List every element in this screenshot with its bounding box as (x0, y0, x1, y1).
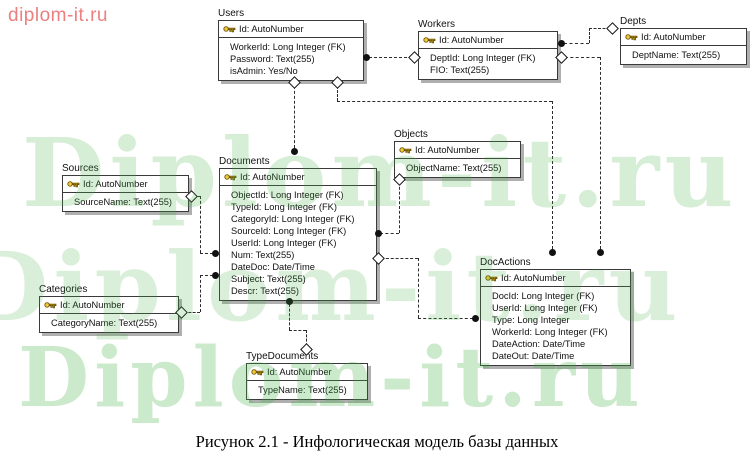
primary-key-row: Id: AutoNumber (395, 142, 520, 159)
primary-key-row: Id: AutoNumber (621, 29, 746, 46)
site-watermark-corner: diplom-it.ru (8, 5, 108, 26)
primary-key-label: Id: AutoNumber (239, 24, 304, 34)
entity-box: Id: AutoNumber ObjectName: Text(255) (394, 141, 521, 178)
field-row: DeptName: Text(255) (632, 50, 721, 60)
entity-title: Objects (394, 129, 428, 140)
primary-key-label: Id: AutoNumber (501, 273, 566, 283)
entity-title: TypeDocuments (246, 351, 319, 362)
field-row: CategoryId: Long Integer (FK) (231, 214, 355, 224)
field-row: DateAction: Date/Time (492, 339, 586, 349)
field-row: SourceName: Text(255) (74, 197, 173, 207)
field-row: FIO: Text(255) (430, 65, 490, 75)
entity-box: Id: AutoNumber SourceName: Text(255) (62, 175, 189, 212)
entity-box: Id: AutoNumber DeptId: Long Integer (FK)… (418, 31, 558, 80)
field-row: DeptId: Long Integer (FK) (430, 53, 536, 63)
primary-key-row: Id: AutoNumber (481, 270, 630, 287)
field-row: DocId: Long Integer (FK) (492, 291, 595, 301)
primary-key-row: Id: AutoNumber (247, 364, 367, 381)
field-row: ObjectName: Text(255) (406, 163, 502, 173)
field-list: TypeName: Text(255) (247, 381, 367, 399)
entity-box: Id: AutoNumber DocId: Long Integer (FK) U… (480, 269, 631, 366)
primary-key-row: Id: AutoNumber (63, 176, 188, 193)
field-row: UserId: Long Integer (FK) (231, 238, 337, 248)
primary-key-row: Id: AutoNumber (419, 32, 557, 49)
entity-box: Id: AutoNumber WorkerId: Long Integer (F… (218, 20, 364, 81)
entity-sources: Sources Id: AutoNumber SourceName: Text(… (62, 163, 189, 212)
key-icon (423, 36, 436, 45)
entity-title: Documents (219, 156, 270, 167)
primary-key-row: Id: AutoNumber (220, 169, 376, 186)
field-row: Descr: Text(255) (231, 286, 300, 296)
field-list: ObjectId: Long Integer (FK) TypeId: Long … (220, 186, 376, 300)
entity-workers: Workers Id: AutoNumber DeptId: Long Inte… (418, 19, 558, 80)
entity-title: Workers (418, 19, 456, 30)
figure-caption: Рисунок 2.1 - Инфологическая модель базы… (195, 432, 559, 451)
field-list: WorkerId: Long Integer (FK) Password: Tex… (219, 38, 363, 80)
primary-key-label: Id: AutoNumber (267, 367, 332, 377)
primary-key-label: Id: AutoNumber (415, 145, 480, 155)
field-row: isAdmin: Yes/No (230, 66, 298, 76)
field-row: DateOut: Date/Time (492, 351, 575, 361)
entity-box: Id: AutoNumber TypeName: Text(255) (246, 363, 368, 400)
field-row: WorkerId: Long Integer (FK) (492, 327, 608, 337)
entity-objects: Objects Id: AutoNumber ObjectName: Text(… (394, 129, 521, 178)
primary-key-label: Id: AutoNumber (240, 172, 305, 182)
primary-key-label: Id: AutoNumber (60, 300, 125, 310)
entity-box: Id: AutoNumber CategoryName: Text(255) (39, 296, 179, 333)
primary-key-row: Id: AutoNumber (40, 297, 178, 314)
entity-documents: Documents Id: AutoNumber ObjectId: Long … (219, 156, 377, 301)
entity-title: Depts (620, 16, 647, 27)
field-list: SourceName: Text(255) (63, 193, 188, 211)
entity-depts: Depts Id: AutoNumber DeptName: Text(255) (620, 16, 747, 65)
field-row: Subject: Text(255) (231, 274, 306, 284)
field-list: DeptName: Text(255) (621, 46, 746, 64)
field-row: WorkerId: Long Integer (FK) (230, 42, 346, 52)
field-list: CategoryName: Text(255) (40, 314, 178, 332)
entity-users: Users Id: AutoNumber WorkerId: Long Inte… (218, 8, 364, 81)
key-icon (485, 274, 498, 283)
field-row: DateDoc: Date/Time (231, 262, 315, 272)
field-list: ObjectName: Text(255) (395, 159, 520, 177)
field-row: Type: Long Integer (492, 315, 570, 325)
key-icon (223, 25, 236, 34)
primary-key-label: Id: AutoNumber (83, 179, 148, 189)
field-row: UserId: Long Integer (FK) (492, 303, 598, 313)
key-icon (44, 301, 57, 310)
field-row: Password: Text(255) (230, 54, 315, 64)
field-row: Num: Text(255) (231, 250, 295, 260)
field-list: DocId: Long Integer (FK) UserId: Long Int… (481, 287, 630, 365)
field-list: DeptId: Long Integer (FK) FIO: Text(255) (419, 49, 557, 79)
entity-typedocuments: TypeDocuments Id: AutoNumber TypeName: T… (246, 351, 368, 400)
entity-title: Sources (62, 163, 99, 174)
key-icon (224, 173, 237, 182)
primary-key-label: Id: AutoNumber (641, 32, 706, 42)
entity-title: Users (218, 8, 245, 19)
entity-box: Id: AutoNumber DeptName: Text(255) (620, 28, 747, 65)
entity-title: DocActions (480, 257, 531, 268)
entity-docactions: DocActions Id: AutoNumber DocId: Long In… (480, 257, 631, 366)
key-icon (399, 146, 412, 155)
primary-key-row: Id: AutoNumber (219, 21, 363, 38)
field-row: TypeId: Long Integer (FK) (231, 202, 337, 212)
field-row: ObjectId: Long Integer (FK) (231, 190, 344, 200)
primary-key-label: Id: AutoNumber (439, 35, 504, 45)
field-row: CategoryName: Text(255) (51, 318, 158, 328)
entity-title: Categories (39, 284, 88, 295)
entity-categories: Categories Id: AutoNumber CategoryName: … (39, 284, 179, 333)
key-icon (67, 180, 80, 189)
key-icon (251, 368, 264, 377)
field-row: SourceId: Long Integer (FK) (231, 226, 347, 236)
key-icon (625, 33, 638, 42)
entity-box: Id: AutoNumber ObjectId: Long Integer (F… (219, 168, 377, 301)
field-row: TypeName: Text(255) (258, 385, 347, 395)
